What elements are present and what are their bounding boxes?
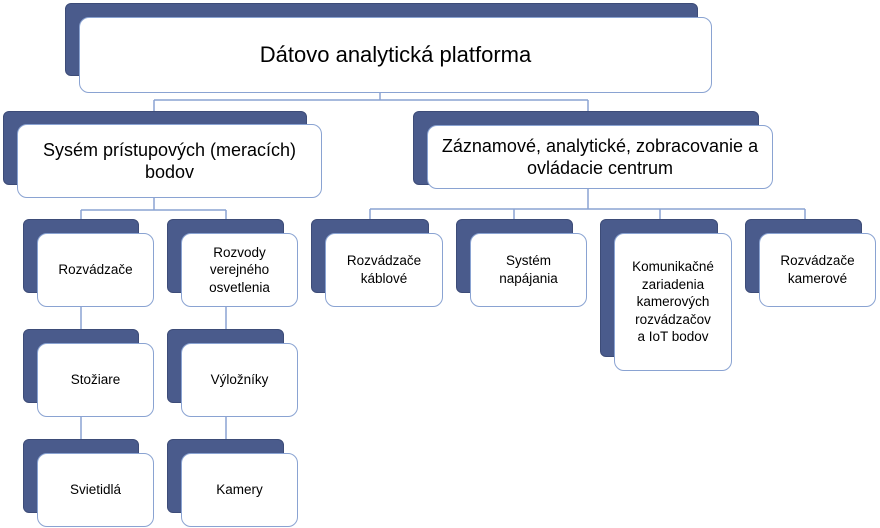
left-branch-label: Sysém prístupových (meracích) bodov [42, 139, 297, 183]
left-col2-node-3-label: Kamery [216, 482, 263, 498]
left-col1-node-2-box: Stožiare [37, 343, 154, 417]
root-node-box: Dátovo analytická platforma [79, 17, 712, 93]
left-col1-node-3-box: Svietidlá [37, 453, 154, 527]
left-col1-node-2-label: Stožiare [70, 372, 121, 388]
right-branch-box: Záznamové, analytické, zobracovanie a ov… [427, 125, 773, 189]
left-col2-node-1-label: Rozvody verejného osvetlenia [209, 244, 270, 295]
root-node-label: Dátovo analytická platforma [259, 42, 532, 67]
right-child-node-1-box: Rozvádzače káblové [325, 233, 443, 307]
left-branch-box: Sysém prístupových (meracích) bodov [17, 124, 322, 198]
left-col2-node-3-box: Kamery [181, 453, 298, 527]
right-child-node-2-box: Systém napájania [470, 233, 587, 307]
left-col2-node-1-box: Rozvody verejného osvetlenia [181, 233, 298, 307]
left-col1-node-3-label: Svietidlá [69, 482, 122, 498]
left-col1-node-1-box: Rozvádzače [37, 233, 154, 307]
right-child-node-1-label: Rozvádzače káblové [346, 253, 422, 286]
right-child-node-2-label: Systém napájania [499, 253, 558, 286]
right-child-node-4-label: Rozvádzače kamerové [780, 253, 855, 286]
right-child-node-3-label: Komunikačné zariadenia kamerových rozvád… [632, 259, 714, 345]
right-branch-label: Záznamové, analytické, zobracovanie a ov… [441, 135, 759, 179]
left-col2-node-2-box: Výložníky [181, 343, 298, 417]
left-col2-node-2-label: Výložníky [210, 372, 269, 388]
right-child-node-4-box: Rozvádzače kamerové [759, 233, 876, 307]
right-child-node-3-box: Komunikačné zariadenia kamerových rozvád… [614, 233, 732, 371]
left-col1-node-1-label: Rozvádzače [58, 262, 133, 278]
